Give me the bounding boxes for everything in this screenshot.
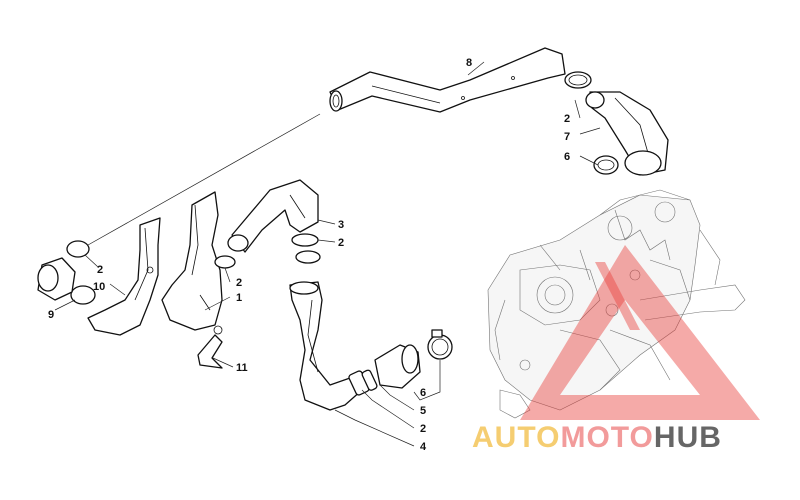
part-2-clamp-left-center [214, 255, 236, 269]
callout-2-upper: 2 [564, 113, 570, 125]
callout-8: 8 [466, 57, 472, 69]
callout-9: 9 [48, 309, 54, 321]
watermark-hub: HUB [654, 421, 722, 454]
callout-2-left-center: 2 [236, 277, 242, 289]
watermark-auto: AUTO [472, 421, 560, 454]
callout-6-lower: 6 [420, 387, 426, 399]
watermark-text: AUTOMOTOHUB [472, 421, 722, 454]
part-7-hose-end [624, 150, 662, 176]
callout-10: 10 [93, 281, 105, 293]
part-11-clip [197, 334, 223, 369]
part-5-coupler [374, 344, 421, 389]
callout-2-center: 2 [338, 237, 344, 249]
part-6-clamp-upper [593, 155, 619, 175]
part-2-clamp-center-b [295, 250, 321, 264]
part-3-hose [227, 179, 319, 253]
watermark-moto: MOTO [560, 421, 653, 454]
callout-3: 3 [338, 219, 344, 231]
callout-7: 7 [564, 131, 570, 143]
callout-4: 4 [420, 441, 427, 453]
engine-assembly [487, 189, 746, 419]
part-6-clamp-screw [431, 329, 443, 338]
part-2-clamp-left-a [66, 240, 90, 258]
part-8-duct [329, 47, 566, 113]
callout-11: 11 [236, 362, 248, 374]
part-2-clamp-upper [564, 71, 592, 89]
part-1-intake-housing [161, 191, 223, 335]
part-2-clamp-left-b [70, 285, 96, 305]
callout-2-lower: 2 [420, 423, 426, 435]
part-4-tube [289, 281, 363, 411]
leader-lines [54, 61, 601, 447]
callout-6-upper: 6 [564, 151, 570, 163]
part-2-clamp-lower-b [361, 369, 378, 391]
part-9-boot [37, 257, 76, 301]
part-10-duct [87, 217, 161, 336]
callout-2-left-a: 2 [97, 264, 103, 276]
watermark-logo-triangle [520, 245, 760, 420]
part-2-clamp-center-a [291, 233, 319, 247]
callout-5: 5 [420, 405, 426, 417]
callout-1: 1 [236, 292, 242, 304]
